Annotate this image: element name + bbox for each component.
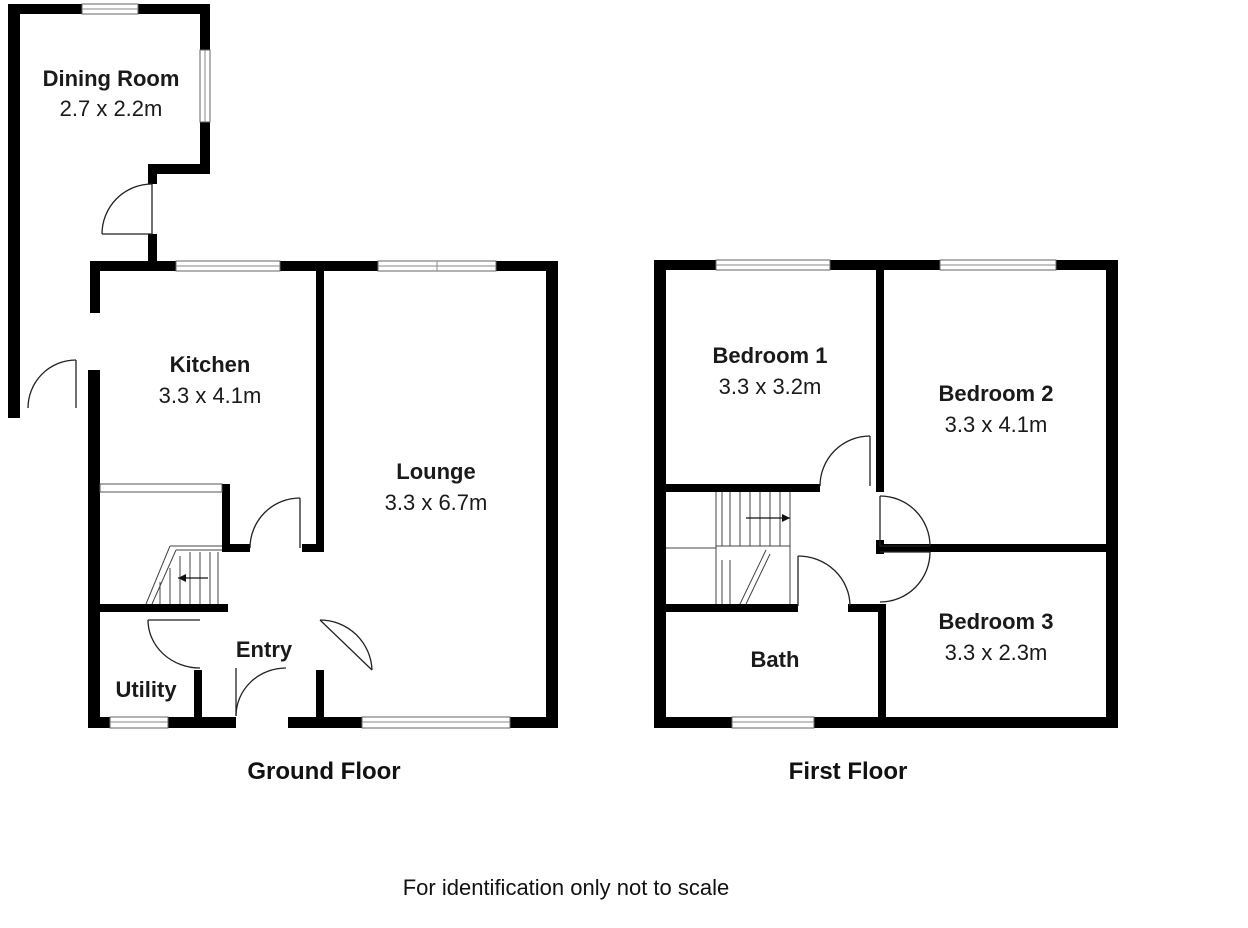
utility-window [109, 716, 169, 729]
bedroom-1-name: Bedroom 1 [713, 343, 828, 368]
bedroom-1-door [819, 435, 871, 487]
kitchen-window [175, 260, 281, 272]
dining-room-door [101, 183, 153, 235]
kitchen-back-door [27, 359, 77, 409]
kitchen-back-door-gap [86, 313, 102, 370]
ground-floor-title: Ground Floor [247, 758, 400, 785]
bedroom-2-window [939, 259, 1057, 271]
bedroom-1-dims: 3.3 x 3.2m [719, 374, 822, 399]
bedroom-1-window [715, 259, 831, 271]
disclaimer-note: For identification only not to scale [403, 875, 730, 900]
lounge-window-top [377, 260, 497, 272]
ground-floor-staircase [99, 483, 223, 605]
entry-name: Entry [236, 637, 293, 662]
lounge-window-bottom [361, 716, 511, 729]
bedroom-2-name: Bedroom 2 [939, 381, 1054, 406]
bedroom-2-dims: 3.3 x 4.1m [945, 412, 1048, 437]
first-floor-title: First Floor [789, 758, 908, 785]
bedroom-3-dims: 3.3 x 2.3m [945, 640, 1048, 665]
bedroom-2-door [879, 495, 931, 547]
bath-door [797, 555, 851, 607]
ground-floor-walls [88, 261, 558, 728]
lounge-dims: 3.3 x 6.7m [385, 490, 488, 515]
dining-room-dims: 2.7 x 2.2m [60, 96, 163, 121]
bath-window [731, 716, 815, 729]
dining-room-window-right [199, 49, 211, 123]
bedroom-3-door [879, 551, 931, 603]
utility-name: Utility [115, 677, 177, 702]
dining-room-name: Dining Room [43, 66, 180, 91]
utility-door [147, 619, 201, 669]
ground-floor-plan: Dining Room 2.7 x 2.2m Kitchen 3.3 x 4.1… [8, 3, 558, 785]
bedroom-3-name: Bedroom 3 [939, 609, 1054, 634]
kitchen-dims: 3.3 x 4.1m [159, 383, 262, 408]
entry-front-door-gap [236, 716, 288, 729]
first-floor-staircase [666, 492, 791, 605]
dining-room-window-top [81, 3, 139, 15]
first-floor-plan: Bedroom 1 3.3 x 3.2m Bedroom 2 3.3 x 4.1… [654, 259, 1118, 785]
entry-front-door [235, 667, 287, 717]
first-stair-arrow [746, 514, 790, 522]
stair-cupboard-door [249, 497, 301, 549]
bath-name: Bath [751, 647, 800, 672]
kitchen-name: Kitchen [170, 352, 251, 377]
ground-stair-arrow [178, 574, 208, 582]
lounge-name: Lounge [396, 459, 475, 484]
lounge-door [319, 619, 373, 671]
first-floor-walls [654, 260, 1118, 728]
